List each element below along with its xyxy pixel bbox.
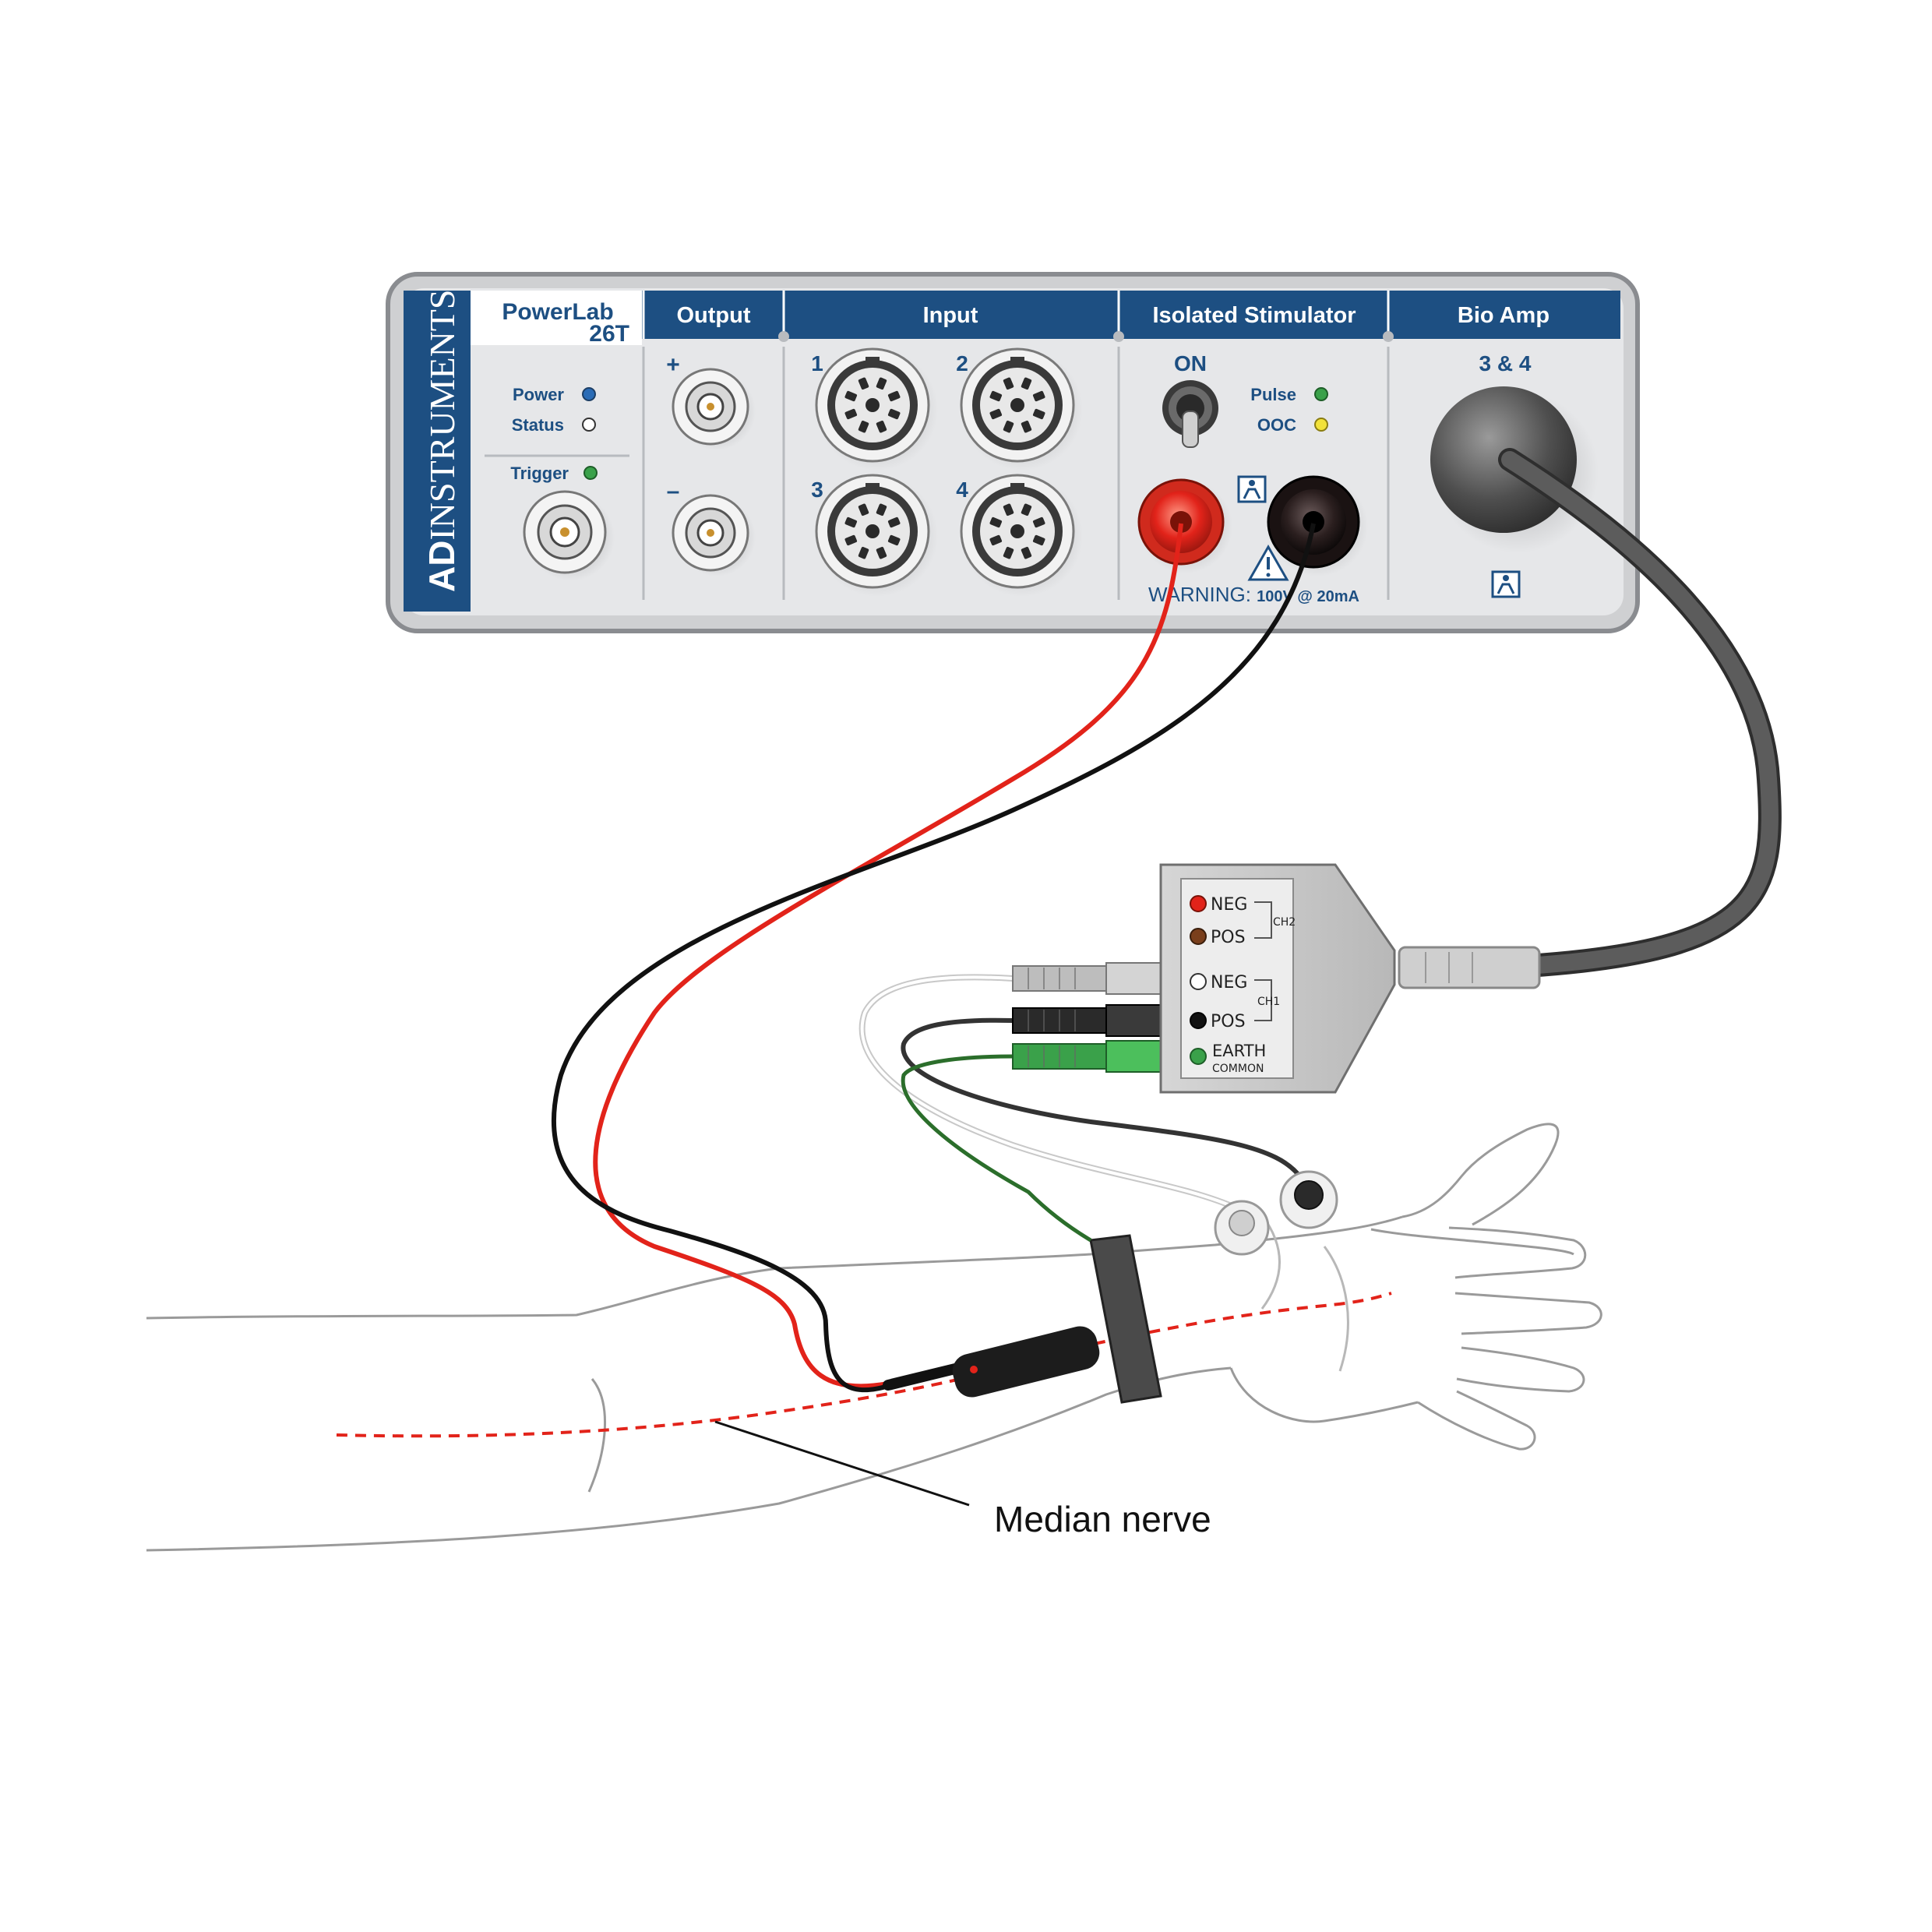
earth-label: EARTH: [1212, 1042, 1266, 1060]
ooc-label: OOC: [1257, 415, 1296, 435]
warning-triangle-icon: [1247, 544, 1289, 581]
input-3-label: 3: [811, 478, 823, 502]
output-plus-bnc[interactable]: [672, 368, 756, 450]
earth-lead: [901, 1054, 1092, 1243]
ch1-pos-marker: [1190, 1012, 1207, 1029]
stimulator-negative-lead: [551, 523, 1316, 1393]
trigger-bnc-connector[interactable]: [523, 490, 615, 581]
section-input: Input: [923, 303, 978, 328]
pulse-led: [1314, 387, 1328, 401]
ch1-negative-electrode-pad: [1214, 1200, 1270, 1256]
trigger-led: [583, 466, 598, 480]
input-2-connector[interactable]: [960, 347, 1083, 471]
status-led: [582, 418, 596, 432]
annotation-leader-line: [714, 1420, 970, 1507]
stimulator-bar-electrode: [883, 1326, 1100, 1398]
input-1-label: 1: [811, 351, 823, 375]
ch1-positive-electrode-pad: [1279, 1170, 1338, 1229]
ooc-led: [1314, 418, 1328, 432]
ch1-positive-plug: [1012, 1004, 1162, 1037]
input-3-connector[interactable]: [815, 474, 938, 597]
stimulator-positive-lead: [593, 523, 1183, 1389]
section-bioamp: Bio Amp: [1458, 303, 1549, 328]
ch1-neg-label: NEG: [1211, 973, 1247, 992]
input-4-label: 4: [956, 478, 968, 502]
section-output: Output: [676, 303, 750, 328]
power-led: [582, 387, 596, 401]
bioamp-channels-label: 3 & 4: [1479, 351, 1532, 375]
median-nerve-label: Median nerve: [994, 1499, 1211, 1539]
input-2-label: 2: [956, 351, 968, 375]
output-minus-label: –: [667, 478, 680, 504]
common-label: COMMON: [1212, 1063, 1264, 1075]
input-4-connector[interactable]: [960, 474, 1083, 597]
stimulator-positive-terminal[interactable]: [1137, 478, 1232, 573]
switch-on-label: ON: [1174, 351, 1207, 375]
output-plus-label: +: [666, 352, 680, 378]
bioamp-isolation-icon: [1491, 570, 1521, 598]
status-label: Status: [512, 415, 564, 435]
earth-marker: [1190, 1048, 1207, 1065]
powerlab-device: PowerLab 26T ADINSTRUMENTS Output Input …: [386, 272, 1640, 633]
ch2-label: CH2: [1273, 916, 1296, 929]
input-1-connector[interactable]: [815, 347, 938, 471]
model-name: PowerLab: [502, 299, 613, 325]
ch2-neg-label: NEG: [1211, 895, 1247, 915]
electrode-pod: NEG POS CH2 NEG POS CH1 EARTH COMMON: [1159, 863, 1396, 1094]
stimulator-negative-terminal[interactable]: [1267, 475, 1368, 576]
earth-plug: [1012, 1040, 1162, 1073]
ch1-pos-label: POS: [1211, 1012, 1246, 1031]
ch1-neg-marker: [1190, 973, 1207, 990]
ch1-negative-plug: [1012, 962, 1162, 995]
arm-illustration: [146, 1123, 1602, 1552]
model-number: 26T: [589, 321, 629, 347]
ch2-pos-marker: [1190, 928, 1207, 945]
patient-isolation-icon: [1237, 475, 1267, 503]
brand-logo: ADINSTRUMENTS: [421, 290, 462, 592]
stimulator-toggle-switch[interactable]: [1162, 380, 1218, 448]
earth-strap-electrode: [1089, 1234, 1162, 1404]
ch2-pos-label: POS: [1211, 928, 1246, 947]
power-label: Power: [513, 385, 564, 404]
pulse-label: Pulse: [1250, 385, 1296, 404]
output-minus-bnc[interactable]: [672, 494, 756, 576]
section-stimulator: Isolated Stimulator: [1152, 303, 1356, 328]
ch1-positive-lead: [901, 1017, 1303, 1179]
ch2-neg-marker: [1190, 895, 1207, 912]
trigger-label: Trigger: [510, 464, 569, 483]
ch1-label: CH1: [1257, 996, 1280, 1008]
